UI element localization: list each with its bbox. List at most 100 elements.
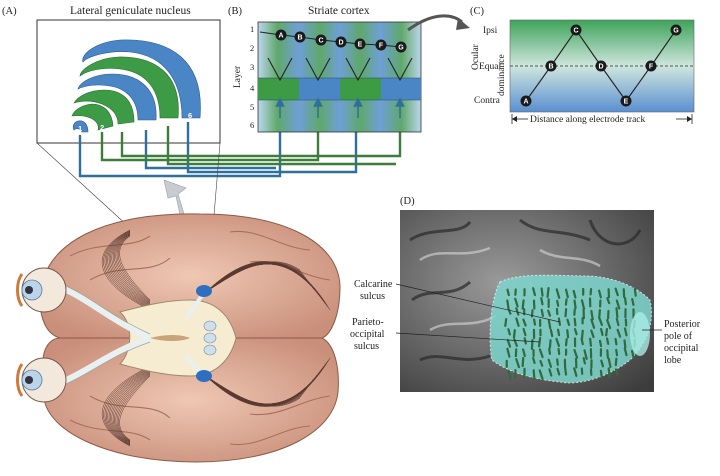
od-stripe (515, 317, 520, 327)
to-panel-c-arrowhead (456, 18, 470, 30)
projection-green-3 (166, 126, 396, 166)
colliculus-2 (203, 332, 217, 344)
od-stripe (566, 329, 570, 339)
posterior-label-3: occipital (664, 343, 699, 354)
od-stripe (598, 339, 603, 348)
panel-c-letter: (C) (470, 6, 485, 17)
od-stripe (507, 307, 512, 315)
od-stripe (514, 297, 519, 308)
lgn-title: Lateral geniculate nucleus (70, 5, 191, 17)
od-point-e (620, 95, 632, 107)
od-stripe (580, 337, 584, 346)
od-stripe (580, 329, 584, 340)
od-stripe (590, 329, 595, 339)
od-stripe (614, 337, 618, 346)
panel-b-letter: (B) (228, 6, 243, 17)
od-stripe (564, 298, 568, 306)
lgn-layer-label-3: 3 (121, 123, 125, 132)
track-node-d (335, 36, 347, 48)
od-stripe (616, 328, 622, 338)
od-stripe (522, 327, 527, 337)
od-point-d (595, 60, 607, 72)
parieto-label-3: sulcus (354, 341, 379, 352)
od-stripe (522, 318, 527, 327)
optic-nerve-lower-edge (61, 341, 151, 387)
od-stripe (506, 338, 512, 348)
radiation-front-lower-13 (102, 365, 151, 447)
od-stripe (557, 347, 561, 356)
track-node-label-c: C (318, 38, 323, 45)
od-stripe (614, 357, 618, 367)
parieto-leader (395, 332, 541, 343)
photo-sulcus-4 (419, 354, 491, 362)
od-stripe (538, 348, 544, 359)
od-point-label-b: B (548, 64, 553, 71)
od-point-label-a: A (523, 99, 528, 106)
od-stripe (573, 299, 577, 309)
eye-lower (16, 357, 67, 403)
radiation-front-upper-1 (118, 235, 151, 301)
od-stripe (532, 287, 537, 297)
radiation-front-upper-0 (119, 235, 151, 301)
cortex-title: Striate cortex (308, 5, 370, 17)
track-node-label-a: A (278, 33, 283, 40)
optic-nerve-upper (60, 285, 152, 341)
colliculus-3 (203, 344, 217, 356)
od-stripe (583, 349, 588, 360)
panel-c: (C) Ocular dominance Ipsi Equal Contra A… (470, 6, 695, 125)
od-stripe (614, 287, 619, 297)
od-stripe (548, 347, 552, 355)
od-ylabel-1: Ocular (471, 43, 481, 70)
od-stripe (605, 327, 609, 337)
od-stripe (555, 337, 561, 348)
od-stripe (521, 356, 525, 368)
gyrus-3 (229, 230, 311, 251)
radiation-upper-25 (205, 261, 331, 311)
radiation-front-upper-6 (111, 233, 151, 305)
radiation-front-lower-2 (116, 374, 151, 442)
od-stripe (540, 287, 544, 297)
radiation-upper-20 (205, 262, 325, 303)
radiation-lower-23 (205, 361, 328, 407)
od-stripe (546, 287, 550, 298)
od-stripe (573, 328, 578, 336)
layer-tick-1: 1 (250, 24, 254, 34)
radiation-lower-24 (205, 359, 330, 407)
od-column-2 (299, 78, 340, 100)
layer-tick-4: 4 (250, 83, 255, 93)
track-node-label-f: F (379, 43, 384, 50)
radiation-lower-20 (205, 365, 325, 406)
radiation-front-lower-11 (104, 367, 151, 446)
od-stripe (589, 337, 592, 347)
od-stripe (615, 307, 619, 319)
v-arrow-4 (387, 57, 413, 82)
lgn-layer-6 (82, 39, 201, 119)
radiation-lower-21 (205, 364, 326, 406)
od-stripe (547, 319, 552, 330)
gyrus-8 (249, 395, 331, 416)
photo-sulcus-3 (519, 218, 591, 242)
optic-nerve-lower (60, 335, 151, 385)
od-stripe (548, 339, 552, 349)
radiation-front-lower-5 (113, 371, 151, 443)
radiation-front-lower-10 (106, 368, 151, 445)
layer-tick-2: 2 (250, 43, 254, 53)
gyrus-7 (229, 425, 311, 446)
radiation-lower-25 (205, 357, 331, 407)
radiation-front-upper-2 (116, 234, 151, 302)
panel-d-letter: (D) (400, 196, 415, 207)
track-node-e (354, 38, 366, 50)
od-stripe (532, 318, 537, 326)
v-arrow-3 (345, 57, 371, 82)
od-stripe (590, 318, 596, 329)
radiation-front-lower-9 (107, 368, 151, 445)
od-stripe (580, 299, 586, 310)
od-stripe (564, 308, 568, 318)
radiation-front-upper-3 (115, 234, 151, 303)
od-stripe (623, 327, 628, 337)
od-point-label-f: F (649, 64, 654, 71)
track-node-f (375, 39, 387, 51)
radiation-front-upper-13 (102, 229, 151, 311)
od-stripe (522, 348, 526, 358)
